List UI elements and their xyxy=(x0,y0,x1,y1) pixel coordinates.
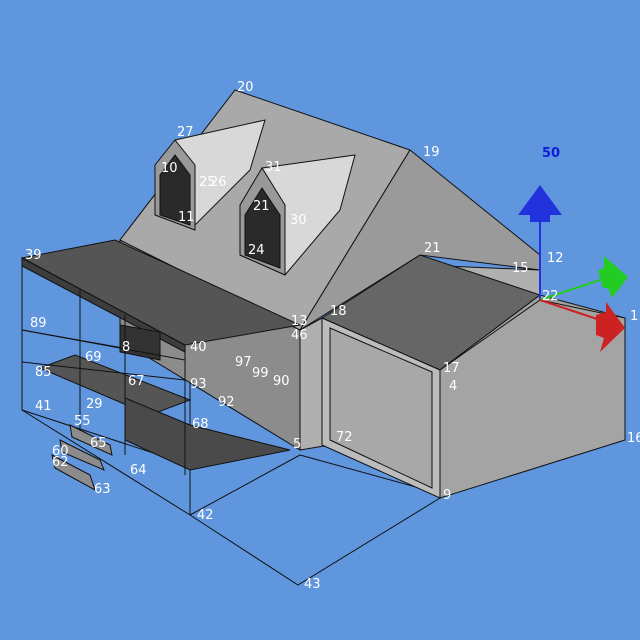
vertex-label: 13 xyxy=(291,314,308,329)
vertex-label: 67 xyxy=(128,374,145,389)
garage-door xyxy=(329,327,433,489)
axis-value-label: 50 xyxy=(542,146,560,161)
porch-floor-upper xyxy=(38,354,192,416)
vertex-label: 31 xyxy=(265,160,282,175)
vertex-label: 4 xyxy=(449,379,457,394)
vertex-label: 19 xyxy=(423,145,440,160)
vertex-label: 68 xyxy=(192,417,209,432)
vertex-label: 99 xyxy=(252,366,269,381)
vertex-label: 90 xyxy=(273,374,290,389)
vertex-label: 60 xyxy=(52,444,69,459)
vertex-label: 29 xyxy=(86,397,103,412)
main-roof-side xyxy=(299,149,541,331)
dormer-right xyxy=(239,154,356,276)
vertex-label: 40 xyxy=(190,340,207,355)
vertex-label: 26 xyxy=(210,175,227,190)
vertex-label: 39 xyxy=(25,248,42,263)
y-axis-arrow-icon[interactable] xyxy=(598,256,628,298)
vertex-label: 55 xyxy=(74,414,91,429)
vertex-label: 72 xyxy=(336,430,353,445)
vertex-label: 63 xyxy=(94,482,111,497)
vertex-labels: 20 27 31 19 21 12 15 22 39 13 46 18 17 4… xyxy=(25,80,640,592)
porch-posts xyxy=(21,262,186,475)
vertex-label: 42 xyxy=(197,508,214,523)
z-axis-arrow-icon[interactable] xyxy=(518,185,562,222)
vertex-label: 21 xyxy=(253,199,270,214)
vertex-label: 62 xyxy=(52,455,69,470)
vertex-label: 11 xyxy=(178,210,195,225)
vertex-label: 27 xyxy=(177,125,194,140)
vertex-label: 64 xyxy=(130,463,147,478)
vertex-label: 24 xyxy=(248,243,265,258)
vertex-label: 93 xyxy=(190,377,207,392)
x-axis-arrow-icon[interactable] xyxy=(596,302,625,352)
vertex-label: 65 xyxy=(90,436,107,451)
garage-side-wall xyxy=(439,299,626,499)
vertex-label: 9 xyxy=(443,488,451,503)
vertex-label: 43 xyxy=(304,577,321,592)
vertex-label: 41 xyxy=(35,399,52,414)
dormer-left xyxy=(154,119,266,231)
vertex-label: 30 xyxy=(290,213,307,228)
porch-stairs xyxy=(51,424,113,492)
vertex-label: 15 xyxy=(512,261,529,276)
vertex-label: 20 xyxy=(237,80,254,95)
vertex-label: 89 xyxy=(30,316,47,331)
vertex-label: 5 xyxy=(293,437,301,452)
vertex-label: 85 xyxy=(35,365,52,380)
axis-gizmo[interactable]: 50 xyxy=(518,146,628,352)
vertex-label: 8 xyxy=(122,340,130,355)
vertex-label: 21 xyxy=(424,241,441,256)
vertex-label: 69 xyxy=(85,350,102,365)
vertex-label: 22 xyxy=(542,289,559,304)
vertex-label: 97 xyxy=(235,355,252,370)
vertex-label: 46 xyxy=(291,328,308,343)
vertex-label: 10 xyxy=(161,161,178,176)
vertex-label: 12 xyxy=(547,251,564,266)
vertex-label: 17 xyxy=(443,361,460,376)
vertex-label: 92 xyxy=(218,395,235,410)
vertex-label: 1 xyxy=(630,309,638,324)
vertex-label: 25 xyxy=(199,175,216,190)
vertex-label: 18 xyxy=(330,304,347,319)
vertex-label: 16 xyxy=(627,431,640,446)
porch-block xyxy=(119,324,161,361)
